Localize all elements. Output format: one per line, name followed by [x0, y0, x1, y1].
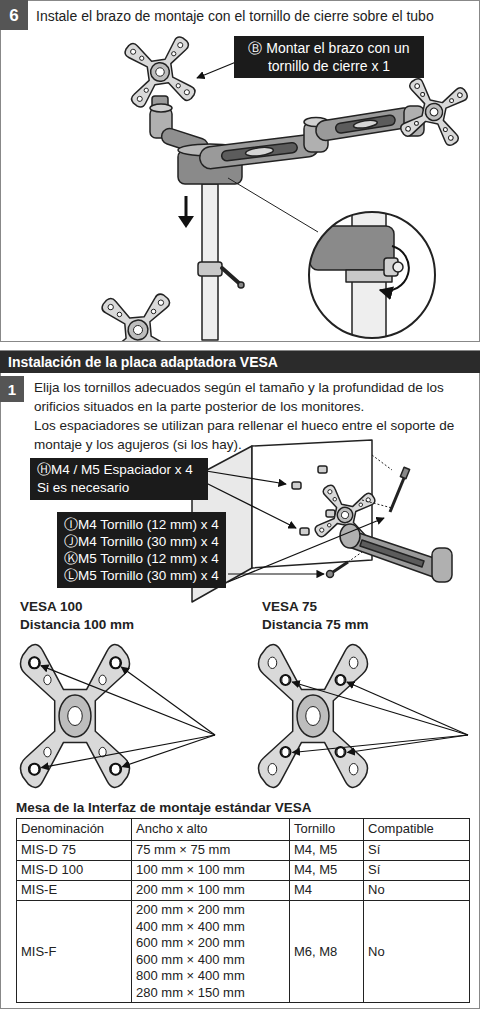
table-cell: 200 mm × 200 mm — [136, 902, 245, 918]
node-text: ⒾM4 Tornillo (12 mm) x 4 — [64, 516, 219, 533]
table-cell: No — [368, 944, 385, 960]
callout-box: Ⓑ Montar el brazo con un tornillo de cie… — [234, 36, 424, 78]
section-band: Instalación de la placa adaptadora VESA — [0, 351, 480, 373]
table-cell: 100 mm × 100 mm — [136, 862, 245, 878]
figure-label: Distancia 75 mm — [262, 616, 369, 634]
callout-box: ⒽM4 / M5 Espaciador x 4 Si es necesario — [30, 458, 208, 500]
instruction-text: Los espaciadores se utilizan para rellen… — [34, 416, 474, 454]
node-text: Instalación de la placa adaptadora VESA — [8, 353, 472, 371]
table-cell: 75 mm × 75 mm — [136, 842, 230, 858]
figure-label: VESA 75 — [262, 598, 317, 616]
node-text: ⓀM5 Tornillo (12 mm) x 4 — [64, 550, 219, 567]
table-cell: No — [368, 882, 385, 898]
table-cell: M4, M5 — [294, 842, 337, 858]
table-cell: MIS-D 100 — [21, 862, 83, 878]
instruction-text: Instale el brazo de montaje con el torni… — [36, 7, 434, 25]
table-cell: 400 mm × 400 mm — [136, 919, 245, 935]
table-cell: M4 — [294, 882, 312, 898]
table-cell: 600 mm × 200 mm — [136, 935, 245, 951]
table-cell: MIS-D 75 — [21, 842, 76, 858]
table-cell: Sí — [368, 842, 380, 858]
instruction-text: Elija los tornillos adecuados según el t… — [34, 378, 474, 416]
table-cell: MIS-F — [21, 944, 56, 960]
table-cell: Tornillo — [294, 821, 335, 837]
figure-label: Distancia 100 mm — [20, 616, 134, 634]
table-cell: 200 mm × 100 mm — [136, 882, 245, 898]
table-cell: M6, M8 — [294, 944, 337, 960]
table-cell: MIS-E — [21, 882, 57, 898]
table-cell: Sí — [368, 862, 380, 878]
node-text: Ⓑ Montar el brazo con un tornillo de cie… — [240, 39, 418, 75]
step-number: 6 — [0, 0, 28, 30]
table-cell: Denominación — [21, 821, 104, 837]
step-number: 1 — [0, 376, 24, 402]
table-cell: M4, M5 — [294, 862, 337, 878]
node-text: ⒽM4 / M5 Espaciador x 4 Si es necesario — [37, 461, 201, 497]
node-text: ⓁM5 Tornillo (30 mm) x 4 — [64, 567, 219, 584]
table-cell: Compatible — [368, 821, 434, 837]
figure-label: VESA 100 — [20, 598, 83, 616]
table-cell: Ancho x alto — [136, 821, 208, 837]
node-text: 6 — [9, 5, 18, 26]
node-text: ⒿM4 Tornillo (30 mm) x 4 — [64, 533, 219, 550]
callout-box: ⒾM4 Tornillo (12 mm) x 4ⒿM4 Tornillo (30… — [57, 512, 226, 588]
table-cell: 280 mm × 150 mm — [136, 985, 245, 1001]
table-title: Mesa de la Interfaz de montaje estándar … — [16, 799, 312, 817]
table-cell: 800 mm × 400 mm — [136, 968, 245, 984]
table-cell: 600 mm × 400 mm — [136, 952, 245, 968]
node-text: 1 — [8, 380, 16, 399]
